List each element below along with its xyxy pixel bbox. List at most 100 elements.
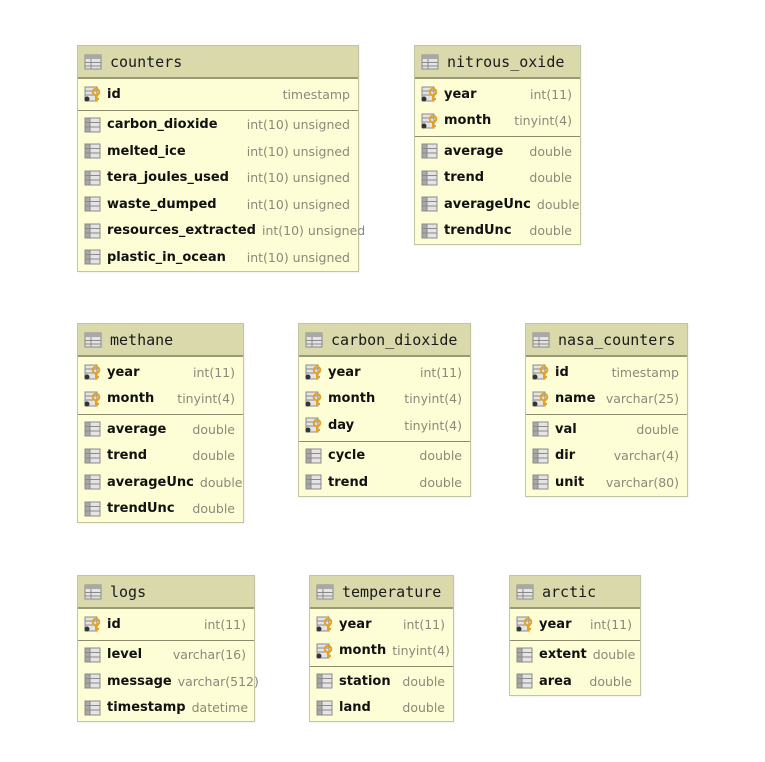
column-row[interactable]: melted_ice int(10) unsigned <box>78 138 358 165</box>
key-column-row[interactable]: id int(11) <box>78 611 254 638</box>
table-arctic[interactable]: arctic year int(11) extent double area d… <box>509 575 641 696</box>
column-row[interactable]: level varchar(16) <box>78 642 254 669</box>
primary-key-icon <box>421 86 438 102</box>
column-row[interactable]: plastic_in_ocean int(10) unsigned <box>78 244 358 271</box>
column-type: int(11) <box>590 616 632 632</box>
column-row[interactable]: extent double <box>510 642 640 669</box>
primary-key-icon <box>84 391 101 407</box>
table-header[interactable]: carbon_dioxide <box>299 324 470 357</box>
column-name: cycle <box>328 448 366 464</box>
column-icon <box>84 117 101 133</box>
key-column-row[interactable]: year int(11) <box>310 611 453 638</box>
key-column-row[interactable]: year int(11) <box>510 611 640 638</box>
column-name: month <box>444 113 492 129</box>
primary-key-icon <box>421 113 438 129</box>
column-type: int(10) unsigned <box>246 143 350 159</box>
column-row[interactable]: trendUnc double <box>415 218 580 245</box>
table-header[interactable]: nitrous_oxide <box>415 46 580 79</box>
table-header[interactable]: logs <box>78 576 254 609</box>
column-row[interactable]: average double <box>415 138 580 165</box>
key-column-row[interactable]: year int(11) <box>415 81 580 108</box>
table-icon <box>316 584 334 599</box>
key-separator <box>78 109 358 111</box>
table-logs[interactable]: logs id int(11) level varchar(16) messag… <box>77 575 259 722</box>
column-row[interactable]: val double <box>526 416 687 443</box>
column-icon <box>516 647 533 663</box>
key-column-row[interactable]: id timestamp <box>78 81 358 108</box>
column-row[interactable]: resources_extracted int(10) unsigned <box>78 218 365 245</box>
column-row[interactable]: area double <box>510 668 640 695</box>
column-icon <box>84 223 101 239</box>
table-carbon-dioxide[interactable]: carbon_dioxide year int(11) month tinyin… <box>298 323 471 497</box>
primary-key-icon <box>532 364 549 380</box>
table-methane[interactable]: methane year int(11) month tinyint(4) av… <box>77 323 244 523</box>
primary-key-icon <box>516 616 533 632</box>
key-column-row[interactable]: year int(11) <box>78 359 243 386</box>
column-row[interactable]: waste_dumped int(10) unsigned <box>78 191 358 218</box>
key-column-row[interactable]: id timestamp <box>526 359 687 386</box>
column-icon <box>421 143 438 159</box>
column-row[interactable]: cycle double <box>299 443 470 470</box>
table-header[interactable]: arctic <box>510 576 640 609</box>
table-header[interactable]: methane <box>78 324 243 357</box>
table-header[interactable]: counters <box>78 46 358 79</box>
column-row[interactable]: trend double <box>415 165 580 192</box>
column-type: double <box>636 421 679 437</box>
column-row[interactable]: timestamp datetime <box>78 695 254 722</box>
column-name: dir <box>555 448 576 464</box>
column-row[interactable]: trendUnc double <box>78 496 243 523</box>
table-nasa-counters[interactable]: nasa_counters id timestamp name varchar(… <box>525 323 688 497</box>
key-column-row[interactable]: name varchar(25) <box>526 386 687 413</box>
table-icon <box>516 584 534 599</box>
column-icon <box>516 673 533 689</box>
column-name: trendUnc <box>107 501 175 517</box>
column-name: area <box>539 673 572 689</box>
column-icon <box>421 170 438 186</box>
key-column-row[interactable]: month tinyint(4) <box>415 108 580 135</box>
column-name: carbon_dioxide <box>107 117 218 133</box>
column-row[interactable]: land double <box>310 695 453 722</box>
column-type: varchar(4) <box>613 448 679 464</box>
column-row[interactable]: average double <box>78 416 243 443</box>
key-column-row[interactable]: month tinyint(4) <box>299 386 470 413</box>
column-row[interactable]: carbon_dioxide int(10) unsigned <box>78 112 358 139</box>
key-column-row[interactable]: month tinyint(4) <box>310 638 453 665</box>
column-name: id <box>107 86 121 102</box>
table-nitrous-oxide[interactable]: nitrous_oxide year int(11) month tinyint… <box>414 45 581 245</box>
table-temperature[interactable]: temperature year int(11) month tinyint(4… <box>309 575 454 722</box>
column-row[interactable]: trend double <box>299 469 470 496</box>
table-title: temperature <box>342 582 442 601</box>
column-type: double <box>529 170 572 186</box>
column-type: double <box>402 673 445 689</box>
column-type: double <box>536 196 580 212</box>
table-counters[interactable]: counters id timestamp carbon_dioxide int… <box>77 45 365 272</box>
column-row[interactable]: tera_joules_used int(10) unsigned <box>78 165 358 192</box>
key-column-row[interactable]: year int(11) <box>299 359 470 386</box>
table-title: arctic <box>542 582 597 601</box>
column-row[interactable]: message varchar(512) <box>78 668 259 695</box>
column-type: varchar(512) <box>177 673 259 689</box>
column-type: int(11) <box>530 86 572 102</box>
key-separator <box>78 414 243 415</box>
column-row[interactable]: dir varchar(4) <box>526 443 687 470</box>
column-name: year <box>539 616 572 632</box>
column-type: tinyint(4) <box>404 391 462 407</box>
column-name: station <box>339 673 391 689</box>
column-type: double <box>192 501 235 517</box>
table-header[interactable]: nasa_counters <box>526 324 687 357</box>
key-column-row[interactable]: day tinyint(4) <box>299 412 470 439</box>
column-row[interactable]: station double <box>310 668 453 695</box>
column-type: int(11) <box>193 364 235 380</box>
column-name: month <box>339 643 387 659</box>
column-row[interactable]: averageUnc double <box>415 191 580 218</box>
column-row[interactable]: unit varchar(80) <box>526 469 687 496</box>
column-type: int(11) <box>204 616 246 632</box>
key-column-row[interactable]: month tinyint(4) <box>78 386 243 413</box>
table-header[interactable]: temperature <box>310 576 453 609</box>
column-row[interactable]: trend double <box>78 443 243 470</box>
column-icon <box>84 647 101 663</box>
column-type: int(10) unsigned <box>246 196 350 212</box>
column-icon <box>305 474 322 490</box>
column-name: averageUnc <box>107 474 194 490</box>
column-row[interactable]: averageUnc double <box>78 469 243 496</box>
